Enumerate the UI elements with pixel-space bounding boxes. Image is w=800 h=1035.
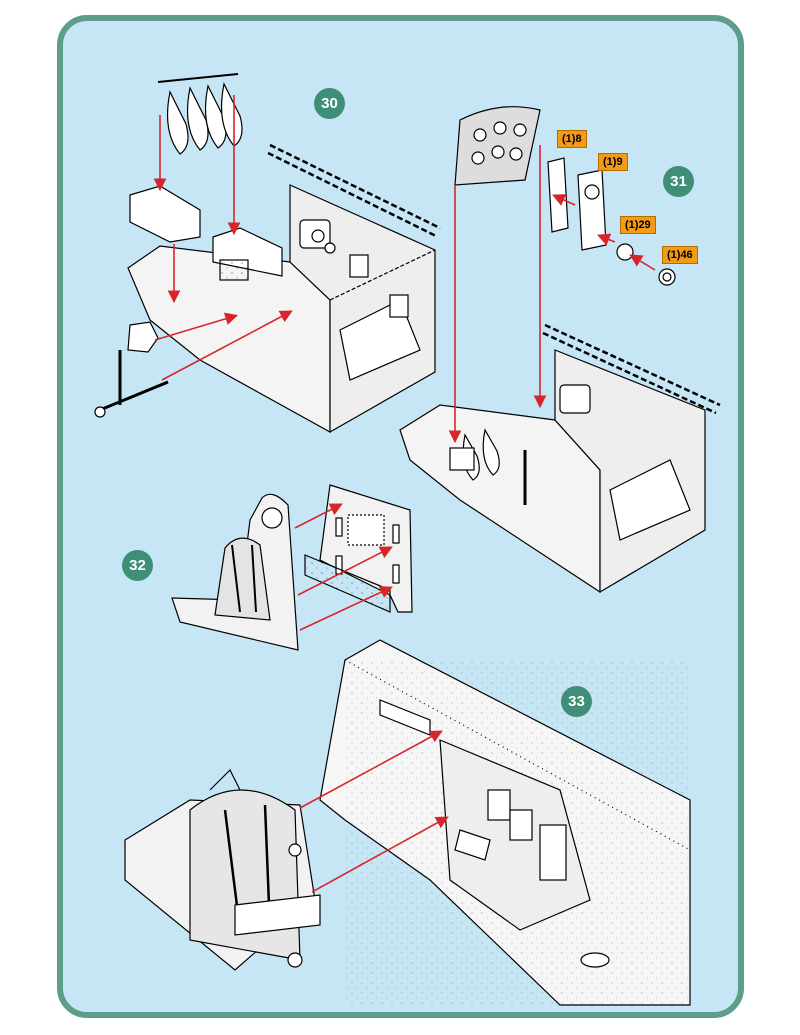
step-31-number: 31: [670, 173, 687, 190]
step-31-badge: 31: [663, 166, 694, 197]
step-32-seat: [171, 484, 413, 651]
part-label-9: (1)9: [598, 153, 628, 171]
control-stick-part: [94, 321, 169, 418]
part-8-plate: [547, 157, 569, 233]
step-30-badge: 30: [314, 88, 345, 119]
part-29-gauge: [616, 243, 634, 261]
step-32-badge: 32: [122, 550, 153, 581]
step-33-number: 33: [568, 693, 585, 710]
step-32-arrows: [294, 503, 393, 631]
part-label-8: (1)8: [557, 130, 587, 148]
step-33-badge: 33: [561, 686, 592, 717]
step-30-arrows: [153, 95, 293, 381]
seat-armor-plate: [319, 484, 413, 613]
front-box-part: [129, 185, 201, 243]
step-30-cockpit-floor: [94, 73, 441, 434]
step-30-number: 30: [321, 95, 338, 112]
step-32-number: 32: [129, 557, 146, 574]
step-33-arrows: [299, 730, 449, 893]
step-31-arrows: [448, 145, 656, 444]
part-label-29: (1)29: [620, 216, 656, 234]
part-9-plate: [577, 169, 607, 251]
step-33-fuselage-install: [124, 639, 691, 1006]
part-label-46: (1)46: [662, 246, 698, 264]
rudder-pedals-part: [157, 73, 243, 155]
